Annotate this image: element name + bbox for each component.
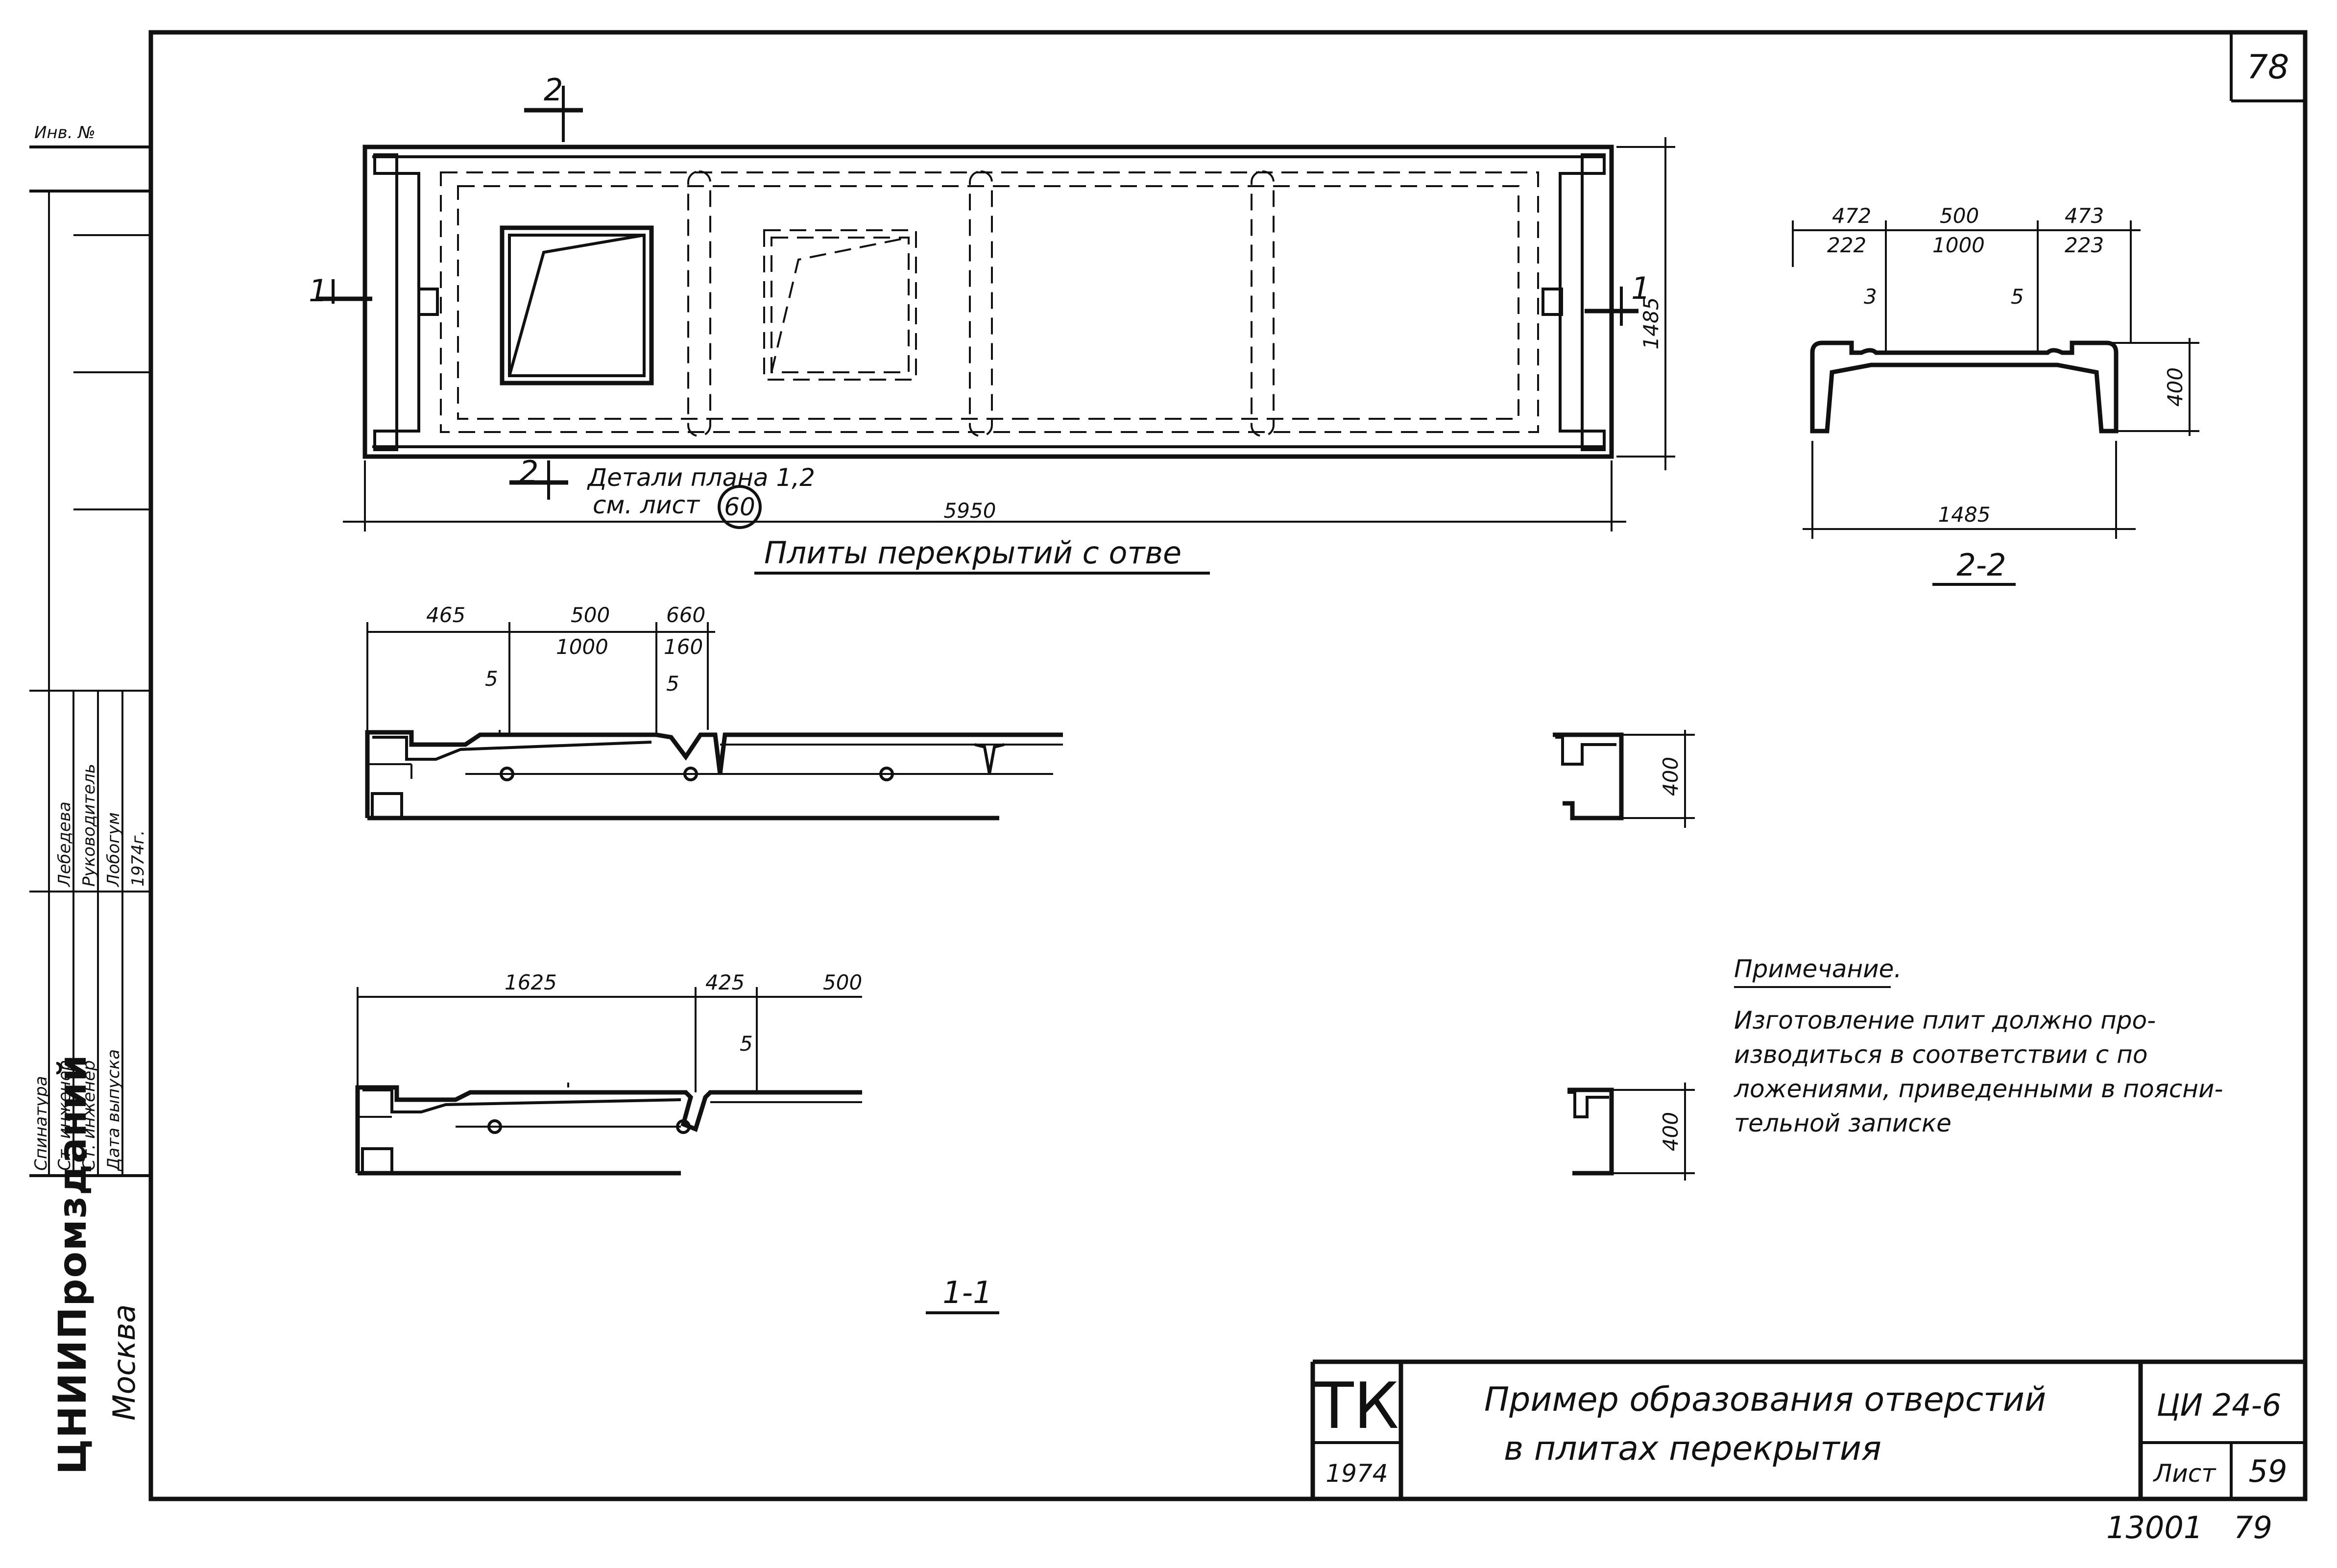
s11l-dim-1: 1625 bbox=[505, 970, 557, 994]
section-1-1-lower bbox=[355, 987, 862, 1176]
s11u-dim-top-2: 500 bbox=[571, 603, 610, 627]
tb-year: 1974 bbox=[1325, 1459, 1388, 1488]
s22-gap-left: 3 bbox=[1864, 285, 1877, 309]
s11l-dim-2: 425 bbox=[705, 970, 745, 994]
s11l-dim-3: 500 bbox=[823, 970, 862, 994]
s11u-dim-top-3: 660 bbox=[666, 603, 705, 627]
note-line-4: тельной записке bbox=[1734, 1109, 1952, 1137]
note-line-3: ложениями, приведенными в поясни- bbox=[1734, 1075, 2223, 1103]
inventory-label: Инв. № bbox=[34, 123, 96, 143]
stamp-row-4: Дата выпуска bbox=[104, 1049, 123, 1172]
side-stamp bbox=[29, 145, 151, 1177]
stamp-value-4: 1974г. bbox=[128, 830, 148, 887]
tb-title-line-1: Пример образования отверстий bbox=[1484, 1380, 2046, 1419]
title-block bbox=[1310, 1359, 2305, 1499]
s22-dim-bottom-1: 222 bbox=[1827, 233, 1866, 257]
note-line-2: изводиться в соответствии с по bbox=[1734, 1040, 2147, 1069]
footer-left: 13001 bbox=[2106, 1510, 2203, 1545]
s11l-side-detail bbox=[1567, 1083, 1695, 1181]
s11u-height: 400 bbox=[1659, 757, 1683, 796]
s11l-height: 400 bbox=[1659, 1112, 1683, 1151]
sheet-frame bbox=[148, 30, 2308, 1501]
stamp-value-3: Лобогум bbox=[104, 812, 123, 888]
section-1-1-upper bbox=[365, 622, 1063, 820]
s22-dim-bottom-3: 223 bbox=[2065, 233, 2104, 257]
s11l-gap: 5 bbox=[740, 1032, 753, 1056]
tb-sheet-number: 59 bbox=[2249, 1453, 2288, 1489]
tb-series: ЦИ 24-6 bbox=[2157, 1387, 2282, 1423]
plan-section-marks bbox=[318, 86, 1638, 500]
s11u-dim-bottom-1: 1000 bbox=[556, 635, 608, 659]
stamp-row-1: Спинатура bbox=[31, 1076, 51, 1171]
stamp-value-2: Руководитель bbox=[79, 764, 99, 887]
detail-note-ref: см. лист bbox=[593, 491, 700, 519]
section-mark-right: 1 bbox=[1631, 270, 1650, 306]
s22-dim-top-2: 500 bbox=[1940, 204, 1979, 228]
s22-height: 400 bbox=[2163, 367, 2187, 407]
corner-sheet-number: 78 bbox=[2247, 48, 2289, 87]
tb-sheet-label: Лист bbox=[2153, 1459, 2217, 1488]
plan-dimensions bbox=[343, 137, 1675, 531]
note-heading: Примечание. bbox=[1734, 955, 1902, 983]
s22-width: 1485 bbox=[1938, 503, 1991, 527]
tb-title-line-2: в плитах перекрытия bbox=[1504, 1429, 1881, 1468]
section-2-2 bbox=[1792, 220, 2199, 539]
stamp-value-1: Лебедева bbox=[55, 801, 74, 888]
org-name: ЦНИИПромзданий bbox=[51, 1054, 95, 1474]
stamp-row-2: Ст. инженер bbox=[55, 1060, 74, 1171]
s11u-side-detail bbox=[1553, 730, 1695, 828]
plan-title: Плиты перекрытий с отве bbox=[764, 535, 1181, 571]
stamp-row-3: Ст. инженер bbox=[79, 1060, 99, 1171]
s11u-gap-left: 5 bbox=[485, 667, 498, 691]
detail-note: Детали плана 1,2 bbox=[587, 463, 815, 492]
tb-code: ТК bbox=[1314, 1369, 1399, 1443]
s22-dim-top-1: 472 bbox=[1832, 204, 1871, 228]
section-mark-bottom: 2 bbox=[519, 454, 538, 490]
detail-sheet-number: 60 bbox=[724, 493, 755, 521]
section-mark-left: 1 bbox=[309, 273, 328, 309]
slab-plan bbox=[362, 145, 1614, 459]
s22-dim-bottom-2: 1000 bbox=[1932, 233, 1985, 257]
org-city: Москва bbox=[106, 1304, 142, 1421]
note-line-1: Изготовление плит должно про- bbox=[1734, 1006, 2156, 1035]
section-mark-top: 2 bbox=[544, 72, 563, 108]
detail-sheet-circle bbox=[718, 485, 762, 529]
s11u-gap-right: 5 bbox=[666, 672, 679, 696]
s22-dim-top-3: 473 bbox=[2065, 204, 2104, 228]
s22-title: 2-2 bbox=[1956, 547, 2006, 583]
s11u-dim-top-1: 465 bbox=[426, 603, 465, 627]
s22-gap-right: 5 bbox=[2011, 285, 2024, 309]
s11u-dim-bottom-2: 160 bbox=[664, 635, 703, 659]
s11-title: 1-1 bbox=[942, 1275, 992, 1310]
footer-right: 79 bbox=[2234, 1510, 2272, 1545]
plan-length-dim: 5950 bbox=[944, 499, 996, 523]
plan-width-dim: 1485 bbox=[1639, 297, 1663, 350]
